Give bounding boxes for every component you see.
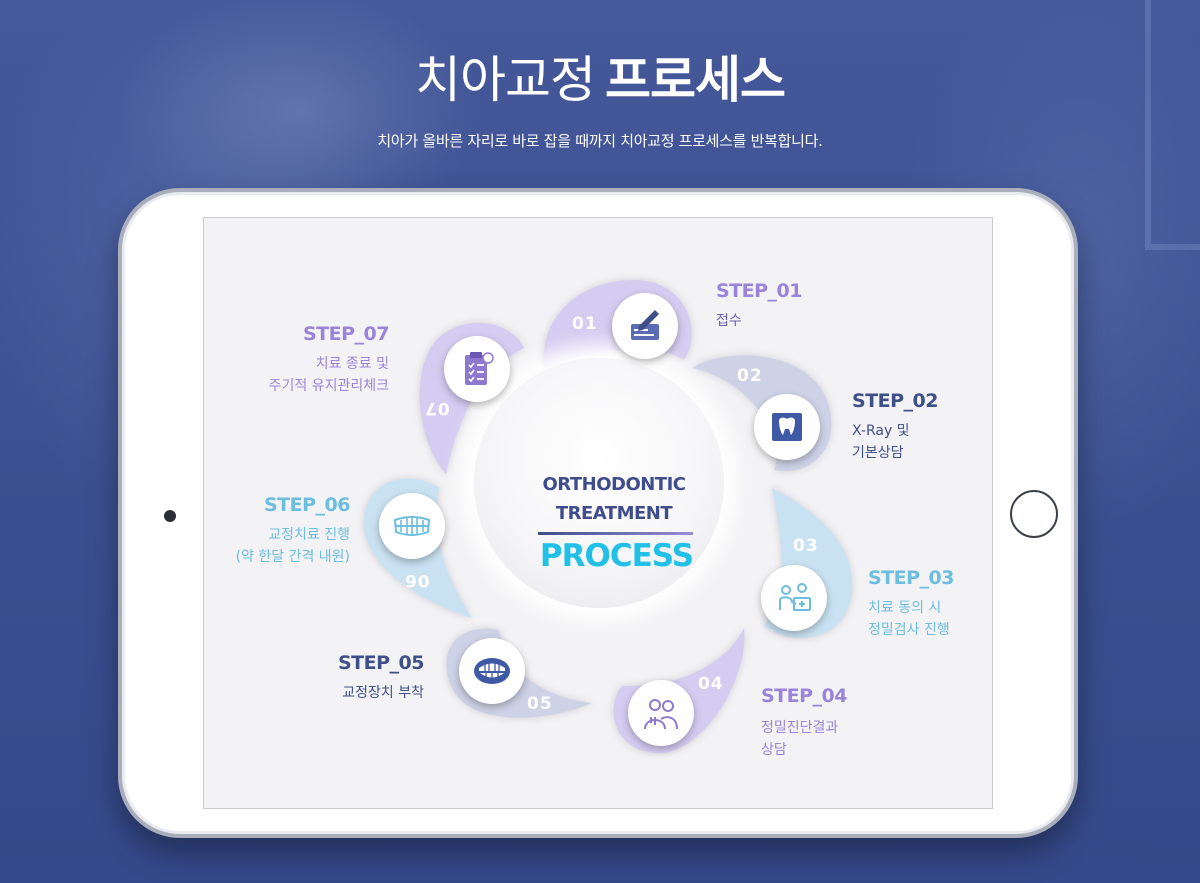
step-03-icon bbox=[761, 565, 827, 631]
checklist-icon bbox=[465, 352, 494, 385]
tablet-screen: ORTHODONTIC TREATMENT PROCESS 01 02 03 0… bbox=[203, 217, 993, 809]
step-01-number: 01 bbox=[572, 314, 598, 334]
page-title-light: 치아교정 bbox=[415, 51, 596, 109]
center-title: ORTHODONTIC TREATMENT bbox=[524, 470, 704, 528]
camera-icon bbox=[164, 510, 176, 522]
step-06-desc-2: (약 한달 간격 내원) bbox=[235, 549, 350, 565]
doctor-desk-icon bbox=[779, 583, 811, 611]
step-06-icon bbox=[379, 493, 445, 559]
step-04-number: 04 bbox=[698, 674, 724, 694]
step-04-title: STEP_04 bbox=[761, 685, 848, 707]
background-frame bbox=[1145, 0, 1200, 250]
step-07-title: STEP_07 bbox=[303, 323, 390, 345]
step-02-icon bbox=[754, 394, 820, 460]
step-01-title: STEP_01 bbox=[716, 280, 803, 302]
pen-document-icon bbox=[631, 310, 659, 340]
step-01-icon bbox=[612, 293, 678, 359]
braces-icon bbox=[393, 516, 431, 536]
page-subtitle: 치아가 올바른 자리로 바로 잡을 때까지 치아교정 프로세스를 반복합니다. bbox=[377, 132, 823, 150]
step-03-number: 03 bbox=[793, 536, 819, 556]
step-07-desc-2: 주기적 유지관리체크 bbox=[268, 378, 389, 394]
step-02-title: STEP_02 bbox=[852, 390, 939, 412]
center-process: PROCESS bbox=[539, 538, 694, 574]
step-02-desc-2: 기본상담 bbox=[852, 445, 904, 461]
x-ray-icon bbox=[772, 413, 802, 441]
center-divider bbox=[538, 532, 693, 535]
step-04-desc-2: 상담 bbox=[761, 742, 787, 758]
step-04-desc-1: 정밀진단결과 bbox=[761, 720, 839, 736]
step-02-number: 02 bbox=[737, 366, 763, 386]
step-07-icon bbox=[444, 336, 510, 402]
step-03-desc-2: 정밀검사 진행 bbox=[868, 622, 950, 638]
step-04-icon bbox=[628, 680, 694, 746]
step-02-desc-1: X-Ray 및 bbox=[852, 423, 910, 439]
step-06-number: 06 bbox=[404, 570, 430, 590]
step-05-desc: 교정장치 부착 bbox=[342, 685, 424, 701]
center-hub bbox=[474, 358, 724, 608]
step-05-title: STEP_05 bbox=[338, 652, 425, 674]
step-05-icon bbox=[459, 638, 525, 704]
home-button[interactable] bbox=[1010, 490, 1058, 538]
teeth-icon bbox=[474, 658, 510, 684]
step-07-desc-1: 치료 종료 및 bbox=[315, 356, 389, 372]
center-line-2: TREATMENT bbox=[555, 503, 673, 524]
step-03-desc-1: 치료 동의 시 bbox=[868, 600, 942, 616]
step-06-title: STEP_06 bbox=[264, 494, 351, 516]
step-07-number: 07 bbox=[424, 398, 450, 418]
step-03-title: STEP_03 bbox=[868, 567, 955, 589]
doctors-icon bbox=[644, 699, 678, 730]
center-line-1: ORTHODONTIC bbox=[542, 474, 687, 495]
step-06-desc-1: 교정치료 진행 bbox=[268, 527, 350, 543]
tablet-frame: ORTHODONTIC TREATMENT PROCESS 01 02 03 0… bbox=[118, 188, 1078, 838]
step-01-desc: 접수 bbox=[716, 313, 742, 329]
step-05-number: 05 bbox=[527, 694, 553, 714]
page-title-bold: 프로세스 bbox=[605, 51, 786, 109]
